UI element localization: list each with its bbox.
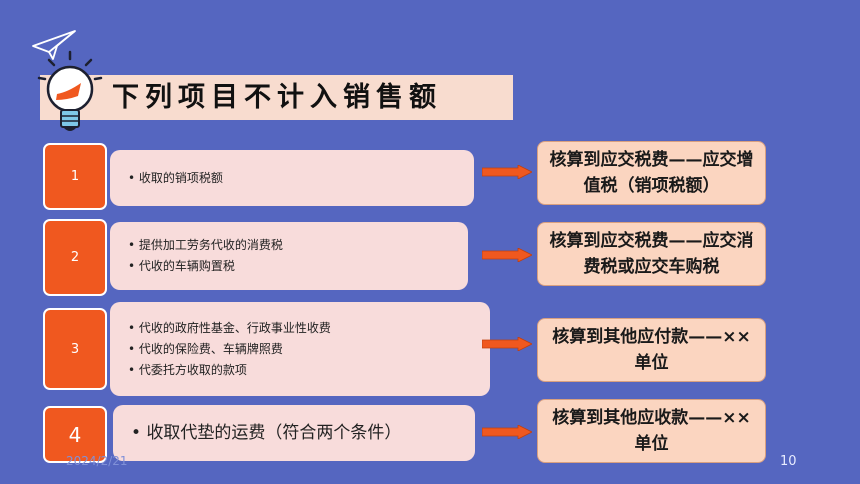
row-number-box: 4 [43,406,107,463]
result-box: 核算到其他应付款——××单位 [537,318,766,382]
row-content-box: 收取代垫的运费（符合两个条件） [113,405,475,461]
result-box: 核算到应交税费——应交增值税（销项税额） [537,141,766,205]
row-content-box: 代收的政府性基金、行政事业性收费 代收的保险费、车辆牌照费 代委托方收取的款项 [110,302,490,396]
row-content-box: 提供加工劳务代收的消费税 代收的车辆购置税 [110,222,468,290]
list-item: 代收的政府性基金、行政事业性收费 [128,318,490,339]
list-item: 提供加工劳务代收的消费税 [128,235,468,256]
arrow-right-icon [482,248,532,262]
arrow-right-icon [482,165,532,179]
list-item: 代收的车辆购置税 [128,256,468,277]
result-box: 核算到其他应收款——××单位 [537,399,766,463]
list-item: 代委托方收取的款项 [128,360,490,381]
title-banner [40,75,513,120]
page-title: 下列项目不计入销售额 [112,82,442,113]
row-content-box: 收取的销项税额 [110,150,474,206]
arrow-right-icon [482,337,532,351]
footer-date: 2024/2/21 [66,454,128,468]
list-item: 收取代垫的运费（符合两个条件） [131,421,475,445]
page-number: 10 [780,454,797,469]
row-number-box: 2 [43,219,107,296]
paper-plane-icon [32,30,76,60]
row-number-box: 3 [43,308,107,390]
list-item: 代收的保险费、车辆牌照费 [128,339,490,360]
lightbulb-icon [37,50,103,131]
arrow-right-icon [482,425,532,439]
row-number-box: 1 [43,143,107,210]
list-item: 收取的销项税额 [128,168,474,189]
result-box: 核算到应交税费——应交消费税或应交车购税 [537,222,766,286]
